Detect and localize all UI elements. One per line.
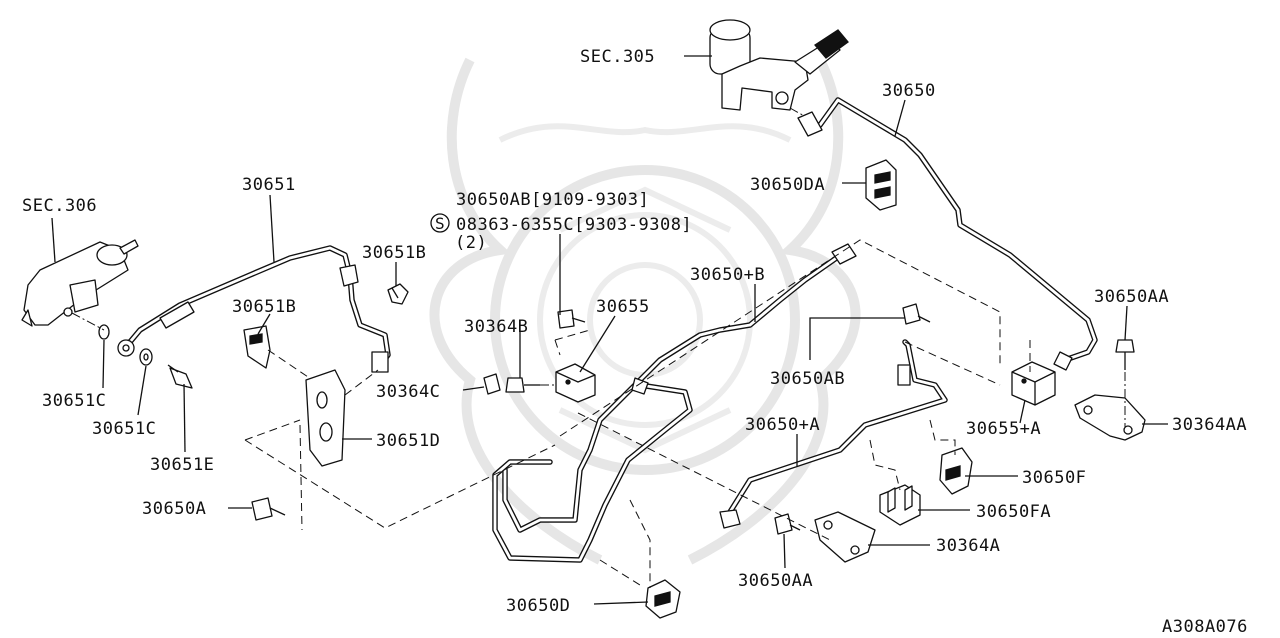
label-30650A: 30650A [142, 499, 206, 519]
fitting-30364C [483, 373, 501, 395]
label-30650: 30650 [882, 81, 936, 101]
pipe-30650A [719, 339, 948, 529]
label-30650plusA: 30650+A [745, 415, 820, 435]
clip-30650D [645, 579, 681, 619]
label-30655plusA: 30655+A [966, 419, 1041, 439]
label-30651B-upper: 30651B [362, 243, 426, 263]
label-30651: 30651 [242, 175, 296, 195]
connector-30655A [1011, 361, 1056, 406]
label-30651B-lower: 30651B [232, 297, 296, 317]
label-30650AB-note: 30650AB[9109-9303] [456, 190, 649, 210]
bracket-30651D [305, 369, 346, 467]
screw-symbol-circle [430, 213, 450, 233]
part-labels: SEC.305 30650 30650DA SEC.306 30651 3065… [22, 47, 1248, 637]
clip-30651B-upper [387, 283, 409, 305]
label-30650AA-top: 30650AA [1094, 287, 1169, 307]
label-30650plusB: 30650+B [690, 265, 765, 285]
label-30651C-b: 30651C [92, 419, 156, 439]
clip-30650F [939, 447, 973, 495]
label-30364B: 30364B [464, 317, 528, 337]
pipe-30650 [797, 97, 1098, 371]
label-sec305: SEC.305 [580, 47, 655, 67]
connector-30655 [555, 363, 596, 403]
operating-cylinder [21, 239, 139, 327]
clip-30650DA [865, 159, 897, 211]
label-30364AA: 30364AA [1172, 415, 1247, 435]
label-30650FA: 30650FA [976, 502, 1051, 522]
bolt-30650AB-mid [902, 303, 931, 325]
bolt-30650AA-right [1115, 339, 1135, 370]
label-30650AA-bottom: 30650AA [738, 571, 813, 591]
label-30651C-a: 30651C [42, 391, 106, 411]
label-30650F: 30650F [1022, 468, 1086, 488]
label-diagram-id: A308A076 [1162, 617, 1248, 637]
pipe-30650B [502, 243, 857, 533]
washer-30651C-b [139, 348, 153, 366]
bracket-30364AA [1074, 394, 1146, 441]
bracket-30364A [814, 511, 876, 563]
bolt-30650A [251, 497, 286, 521]
label-30364A: 30364A [936, 536, 1000, 556]
label-bolt-note: 08363-6355C[9303-9308] [456, 215, 692, 235]
label-30655: 30655 [596, 297, 650, 317]
leader-lines [51, 55, 1168, 605]
label-30651D: 30651D [376, 431, 440, 451]
bolt-30650AB-top [557, 309, 586, 329]
label-30364C: 30364C [376, 382, 440, 402]
label-30651E: 30651E [150, 455, 214, 475]
label-30650DA: 30650DA [750, 175, 825, 195]
label-bolt-qty: (2) [455, 233, 487, 253]
label-30650D: 30650D [506, 596, 570, 616]
label-30650AB: 30650AB [770, 369, 845, 389]
label-sec306: SEC.306 [22, 196, 97, 216]
fitting-30364B [505, 377, 540, 393]
master-cylinder [709, 19, 849, 111]
bolt-30651E [167, 364, 193, 389]
clip-30651B-lower [243, 325, 271, 369]
label-screw-symbol: S [435, 214, 445, 233]
hose-30651 [117, 245, 391, 373]
pipe-lower-loop [492, 377, 693, 563]
washer-30651C-a [98, 324, 110, 340]
bolt-30650AA-bottom [774, 513, 801, 535]
clip-30650FA [879, 484, 921, 526]
